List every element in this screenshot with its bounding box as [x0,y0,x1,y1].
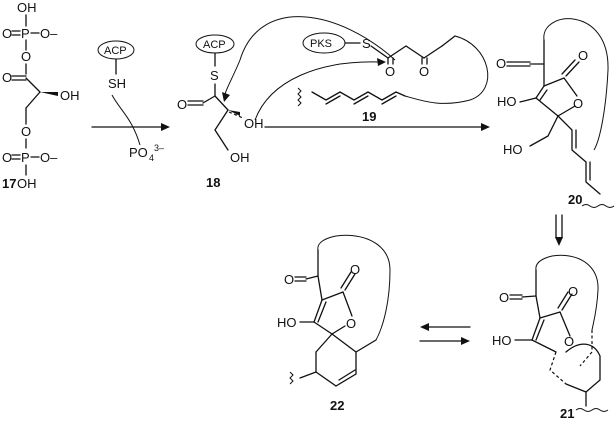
c21-lactone-o: O [568,284,578,299]
attack-arrow-oh [254,61,381,121]
c18-carbonyl-o: O [177,97,187,112]
reagent-phosphate: PO 4 3– [129,143,164,163]
c20-hydroxymethyl: HO [503,142,523,157]
c21-forming-bond-2 [579,330,593,367]
c17-o-ester-top: O [21,49,31,64]
c20-ring-o: O [573,96,583,111]
compound-18: ACP S O OH OH 18 [177,34,264,190]
c19-s: S [362,36,371,51]
compound-21: O O O HO 21 [492,254,609,421]
c19-carbonyl-o1: O [385,64,395,79]
pks-label-19: PKS [310,38,332,50]
c22-wavy-bond [289,371,294,385]
attack-arrow-acyl [223,16,396,101]
reagent-sh: SH [108,76,126,91]
c17-o-ester-bottom: O [21,124,31,139]
label-22: 22 [330,398,344,413]
label-18: 18 [206,175,220,190]
compound-17: OH O P O– O O OH O O P O– OH 17 [2,0,80,191]
c17-oxo-top: O [2,26,12,41]
label-17: 17 [2,176,16,191]
c20-enol-ho: HO [497,94,517,109]
c18-oh-primary: OH [230,150,250,165]
c21-forming-bond-1 [549,351,567,385]
arrow-17-to-18 [91,123,170,131]
reagent-acp-sh: ACP SH [97,40,141,146]
label-19: 19 [362,109,376,124]
c18-s: S [210,68,219,83]
c18-oh-stereo: OH [244,116,264,131]
c21-ketone-o: O [499,290,509,305]
acp-label-reagent: ACP [104,45,127,57]
c20-macrocycle [543,18,609,151]
c21-diene [565,343,601,393]
arrow-18-to-20 [264,123,490,131]
c21-wavy-bond [575,408,609,412]
c19-chain-loop [404,35,489,104]
c22-macrocycle [317,234,391,341]
label-21: 21 [560,406,574,421]
c17-ominus-top: O– [40,26,58,41]
equilibrium-arrows-21-22 [419,323,471,345]
phosphate-charge: 3– [154,143,164,153]
arrow-20-to-21 [555,214,563,246]
acp-label-18: ACP [203,39,226,51]
c17-carbonyl-o: O [2,70,12,85]
phosphate-subscript: 4 [149,153,154,163]
c20-ketone-o: O [496,56,506,71]
c22-ketone-o: O [284,272,294,287]
c17-oh-bottom: OH [17,176,37,191]
c22-ring-o: O [346,316,356,331]
c17-p-bottom: P [21,150,30,165]
c22-enol-ho: HO [277,315,297,330]
c20-lactone-o: O [578,48,588,63]
c17-oh-top: OH [17,0,37,15]
compound-22: O O O HO 22 [277,234,391,413]
c19-wavy-bond [297,87,302,107]
c21-macrocycle [535,254,599,331]
c17-oh-stereo: OH [60,88,80,103]
c19-triene [311,91,406,101]
c17-oxo-bottom: O [2,150,12,165]
c22-lactone-o: O [350,262,360,277]
phosphate-base: PO [129,145,148,160]
c20-wavy-bond [581,204,614,208]
compound-20: O O O HO HO 20 [496,18,614,208]
c21-enol-ho: HO [492,333,512,348]
compound-19: PKS S O O 19 [297,32,489,124]
c21-ring-o: O [564,334,574,349]
label-20: 20 [568,192,582,207]
c17-ominus-bottom: O– [40,150,58,165]
c17-p-top: P [21,26,30,41]
c20-diene [557,115,601,195]
c19-carbonyl-o2: O [419,64,429,79]
